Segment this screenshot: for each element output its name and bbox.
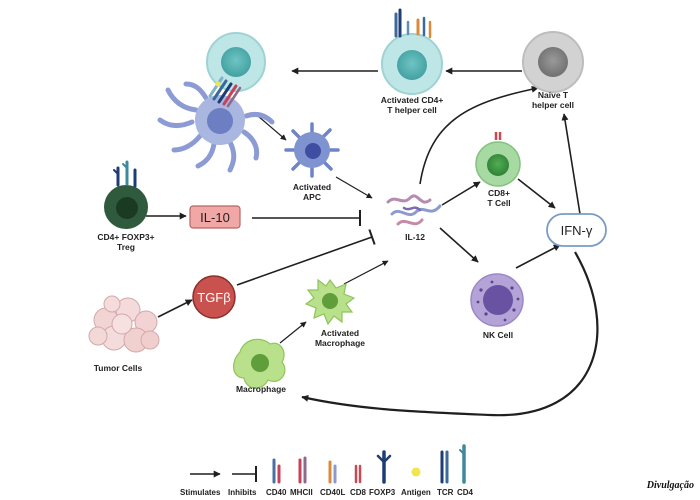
legend-cd40l-icon [328,460,337,484]
arrow-il12-to-naive [419,85,539,185]
legend-cd40-label: CD40 [266,488,287,497]
il10-box-shape [189,205,241,229]
inhibit-tgfb-to-il12 [236,229,376,286]
arrow-tumor-to-tgfb [157,299,193,318]
label-cd8: CD8+ T Cell [487,188,511,208]
activated-cd4-cell [381,8,443,95]
label-naive-t: Naive T helper cell [531,90,575,110]
legend-foxp3-label: FOXP3 [369,488,396,497]
legend-mhcii-label: MHCII [290,488,313,497]
arrow-il12-to-cd8 [441,181,481,206]
legend-cd40-icon [272,458,281,484]
label-activated-cd4: Activated CD4+ T helper cell [380,95,444,115]
nk-cell [470,273,524,327]
label-nk: NK Cell [482,330,514,340]
legend-foxp3-icon [376,450,392,484]
label-treg: CD4+ FOXP3+ Treg [97,232,155,252]
treg-cell [104,160,148,229]
legend-antigen-icon [411,467,421,477]
apc-cell [157,81,275,173]
cd8-cell [475,132,521,187]
legend-tcr-icon [440,450,449,484]
legend-cd4-label: CD4 [457,488,474,497]
arrow-activated-macrophage-to-il12 [343,260,389,285]
label-tumor: Tumor Cells [93,363,143,373]
tumor-cells [88,295,160,353]
naive-t-cell [522,31,584,93]
receptor-cluster-left [208,76,242,108]
legend-antigen-label: Antigen [401,488,431,497]
label-macrophage: Macrophage [235,384,287,394]
arrow-il12-to-nk [439,227,479,263]
arrow-cd8-to-ifng [517,178,556,209]
legend-mhcii-icon [298,456,307,484]
legend-cd40l-label: CD40L [320,488,346,497]
arrow-activated-apc-to-il12 [335,176,373,199]
legend-stimulates-label: Stimulates [180,488,221,497]
arrow-ifng-to-naive [561,113,581,215]
arrow-macrophage-to-activated-macrophage [279,321,307,344]
legend-cd8-label: CD8 [350,488,367,497]
legend [190,444,466,484]
image-credit: Divulgação [646,480,694,491]
arrow-apc-to-activated-apc [257,115,287,141]
legend-tcr-label: TCR [437,488,454,497]
il12-protein [386,194,442,226]
arrow-ifng-to-macrophage [301,251,599,417]
legend-cd4-icon [459,444,466,484]
legend-cd8-icon [354,464,362,484]
legend-inhibits-label: Inhibits [228,488,257,497]
il10-label: IL-10 [200,209,230,225]
arrows [146,67,599,417]
ifng-label: IFN-γ [560,222,593,238]
ifng-box-shape [546,213,607,247]
macrophage-cell [233,338,286,389]
tgfb-label: TGFβ [197,289,231,305]
label-activated-macrophage: Activated Macrophage [314,328,366,348]
label-il12: IL-12 [405,232,425,242]
activated-macrophage-cell [304,278,356,326]
cd4-bound-cell [206,32,266,92]
tgfb-circle-shape [192,275,236,319]
arrow-nk-to-ifng [515,244,561,269]
label-activated-apc: Activated APC [292,182,332,202]
activated-apc-cell [284,122,340,178]
